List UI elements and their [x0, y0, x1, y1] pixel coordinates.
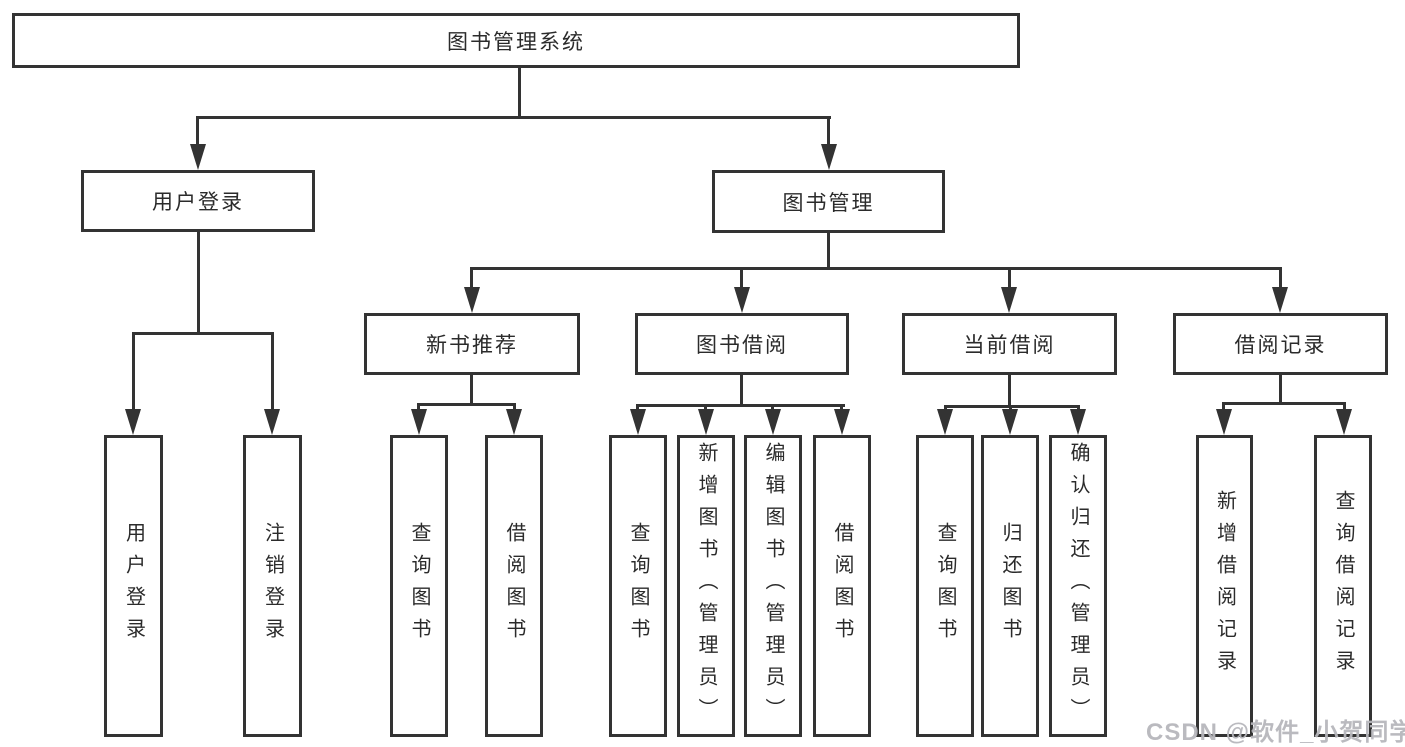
drop-line — [1279, 267, 1282, 289]
drop-line — [704, 404, 707, 413]
drop-line — [513, 403, 516, 413]
branch-line — [132, 332, 274, 335]
arrowhead-down-icon — [734, 287, 750, 313]
arrowhead-down-icon — [821, 144, 837, 170]
arrowhead-down-icon — [1070, 409, 1086, 435]
node-label: 查询图书 — [934, 522, 956, 650]
arrowhead-down-icon — [698, 409, 714, 435]
node-label: 查询借阅记录 — [1332, 490, 1354, 682]
drop-line — [132, 332, 135, 412]
drop-line — [1343, 402, 1346, 412]
node-library-management-system: 图书管理系统 — [12, 13, 1020, 68]
node-label: 当前借阅 — [963, 334, 1056, 357]
leaf-borrow-books-recommend: 借阅图书 — [485, 435, 543, 737]
arrowhead-down-icon — [1272, 287, 1288, 313]
arrowhead-down-icon — [1001, 287, 1017, 313]
drop-line — [740, 267, 743, 289]
node-current-borrow: 当前借阅 — [902, 313, 1117, 375]
node-label: 图书管理系统 — [447, 30, 585, 54]
node-label: 查询图书 — [627, 522, 649, 650]
drop-line — [196, 116, 199, 148]
branch-line — [1222, 402, 1346, 405]
stem-line — [197, 232, 200, 335]
arrowhead-down-icon — [1336, 409, 1352, 435]
node-book-borrow: 图书借阅 — [635, 313, 849, 375]
leaf-query-books-recommend: 查询图书 — [390, 435, 448, 737]
node-label: 编辑图书（管理员） — [762, 442, 784, 730]
leaf-query-books-borrow: 查询图书 — [609, 435, 667, 737]
stem-line — [827, 233, 830, 270]
leaf-borrow-books: 借阅图书 — [813, 435, 871, 737]
branch-line — [196, 116, 831, 119]
drop-line — [840, 404, 843, 413]
node-label: 确认归还（管理员） — [1067, 442, 1089, 730]
leaf-query-borrow-record: 查询借阅记录 — [1314, 435, 1372, 737]
leaf-user-login: 用户登录 — [104, 435, 163, 737]
leaf-add-borrow-record: 新增借阅记录 — [1196, 435, 1253, 737]
branch-line — [944, 405, 1080, 408]
node-label: 查询图书 — [408, 522, 430, 650]
drop-line — [636, 404, 639, 413]
node-user-login: 用户登录 — [81, 170, 315, 232]
branch-line — [470, 267, 1282, 270]
stem-line — [740, 375, 743, 407]
arrowhead-down-icon — [464, 287, 480, 313]
node-label: 用户登录 — [122, 522, 145, 650]
arrowhead-down-icon — [937, 409, 953, 435]
arrowhead-down-icon — [411, 409, 427, 435]
drop-line — [417, 403, 420, 413]
drop-line — [827, 116, 830, 148]
drop-line — [1008, 267, 1011, 289]
leaf-add-books-admin: 新增图书（管理员） — [677, 435, 735, 737]
node-label: 新增借阅记录 — [1213, 490, 1236, 682]
csdn-watermark: CSDN @软件_小贺同学 — [1146, 719, 1405, 746]
node-label: 借阅图书 — [831, 522, 853, 650]
branch-line — [636, 404, 845, 407]
node-new-book-recommend: 新书推荐 — [364, 313, 580, 375]
node-book-management: 图书管理 — [712, 170, 945, 233]
leaf-query-books-current: 查询图书 — [916, 435, 974, 737]
node-label: 新增图书（管理员） — [695, 442, 717, 730]
node-label: 归还图书 — [999, 522, 1021, 650]
drop-line — [1222, 402, 1225, 412]
drop-line — [470, 267, 473, 289]
branch-line — [417, 403, 516, 406]
stem-line — [470, 375, 473, 406]
node-label: 图书管理 — [782, 191, 875, 215]
arrowhead-down-icon — [125, 409, 141, 435]
node-label: 新书推荐 — [426, 334, 518, 357]
arrowhead-down-icon — [834, 409, 850, 435]
leaf-logout-login: 注销登录 — [243, 435, 302, 737]
arrowhead-down-icon — [630, 409, 646, 435]
node-label: 注销登录 — [261, 522, 284, 650]
stem-line — [518, 68, 521, 119]
node-label: 用户登录 — [152, 191, 244, 214]
arrowhead-down-icon — [765, 409, 781, 435]
node-label: 借阅图书 — [503, 522, 525, 650]
stem-line — [1008, 375, 1011, 408]
drop-line — [771, 404, 774, 413]
node-borrow-records: 借阅记录 — [1173, 313, 1388, 375]
leaf-return-books: 归还图书 — [981, 435, 1039, 737]
leaf-edit-books-admin: 编辑图书（管理员） — [744, 435, 802, 737]
arrowhead-down-icon — [506, 409, 522, 435]
arrowhead-down-icon — [1002, 409, 1018, 435]
node-label: 图书借阅 — [696, 334, 788, 357]
leaf-confirm-return-admin: 确认归还（管理员） — [1049, 435, 1107, 737]
arrowhead-down-icon — [190, 144, 206, 170]
arrowhead-down-icon — [1216, 409, 1232, 435]
arrowhead-down-icon — [264, 409, 280, 435]
drop-line — [271, 332, 274, 412]
stem-line — [1279, 375, 1282, 405]
node-label: 借阅记录 — [1234, 334, 1327, 357]
